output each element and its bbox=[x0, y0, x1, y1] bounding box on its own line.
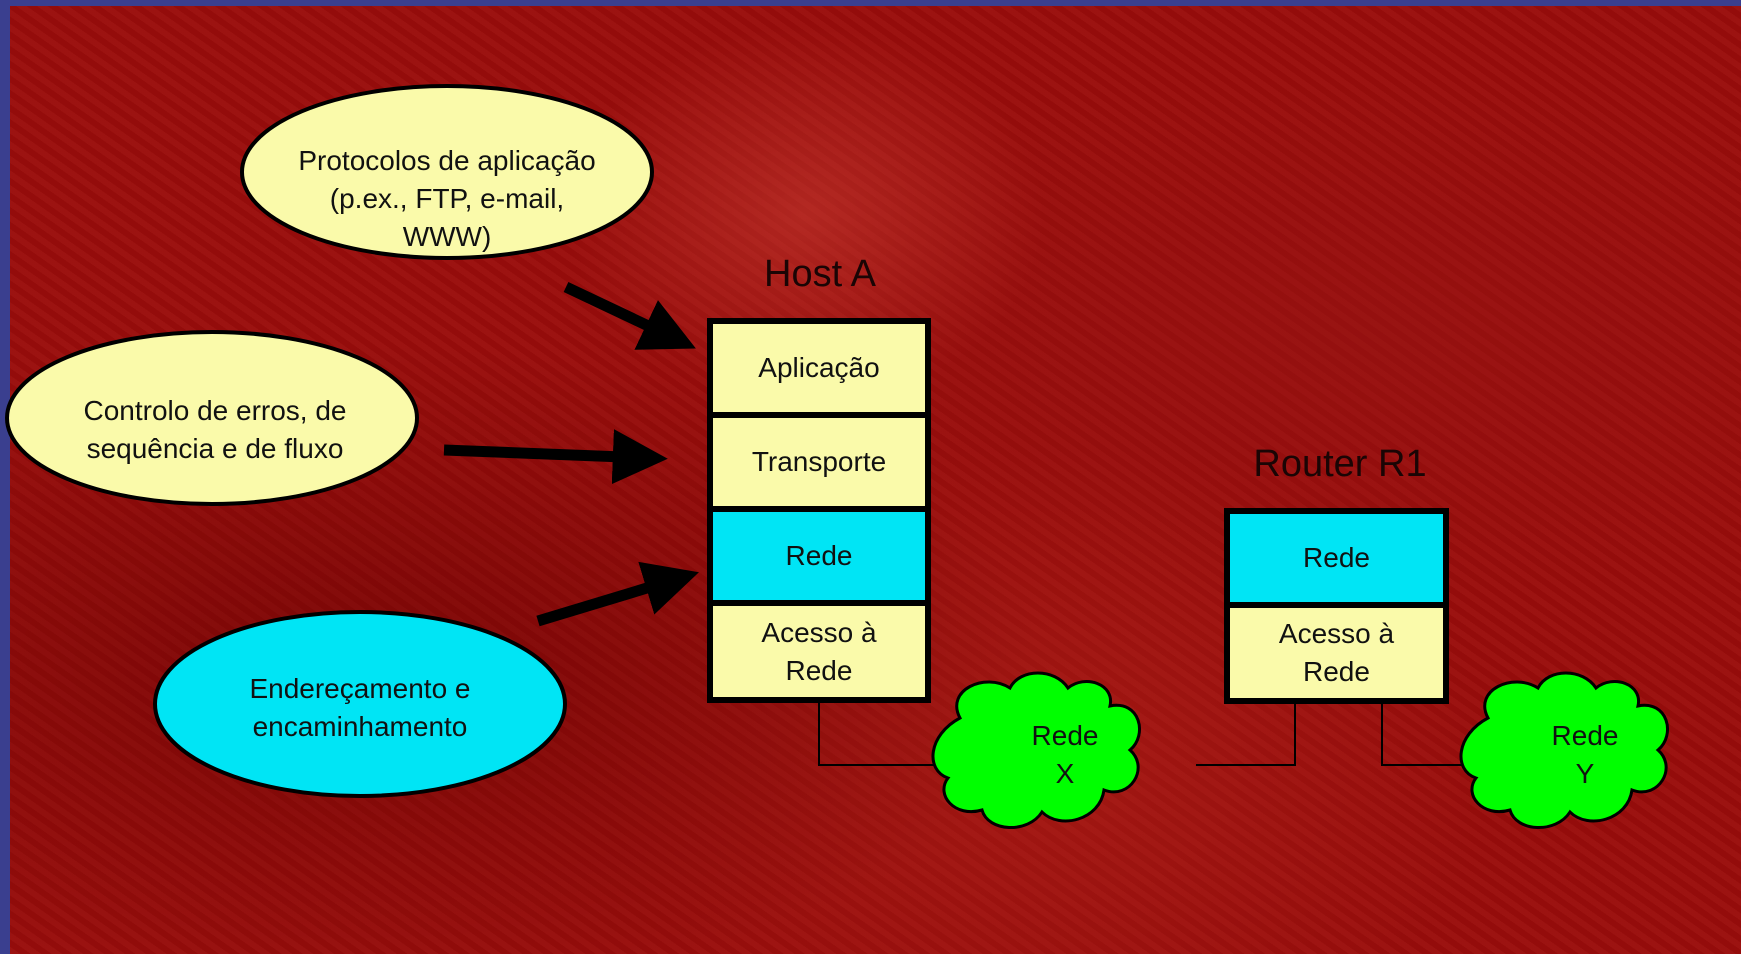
host-a-rede-label: Rede bbox=[785, 540, 853, 572]
router-layer-acesso bbox=[1224, 602, 1449, 704]
router-layer-rede bbox=[1224, 508, 1449, 608]
host-a-layer-acesso bbox=[707, 600, 931, 703]
arrow-errors bbox=[443, 429, 668, 485]
host-a-acesso-label: Acesso à Rede bbox=[761, 616, 877, 686]
link-rede-x-to-router bbox=[1196, 704, 1296, 766]
oval-protocols bbox=[240, 84, 654, 260]
router-acesso-label: Acesso à Rede bbox=[1278, 618, 1395, 687]
host-a-aplicacao-label: Aplicação bbox=[758, 352, 880, 384]
host-a-layer-rede bbox=[707, 506, 931, 606]
host-a-layer-transporte bbox=[707, 412, 931, 512]
arrow-addressing bbox=[536, 561, 699, 627]
oval-errors bbox=[5, 330, 419, 506]
link-host-to-rede-x bbox=[818, 703, 950, 766]
host-a-stack bbox=[707, 318, 931, 703]
cloud-rede-x bbox=[931, 671, 1141, 829]
host-a-layer-aplicacao bbox=[707, 318, 931, 418]
router-r1-title: Router R1 bbox=[1253, 443, 1427, 486]
router-rede-label: Rede bbox=[1303, 542, 1370, 574]
cloud-rede-x-label: Rede X bbox=[1031, 720, 1099, 789]
link-router-to-rede-y bbox=[1381, 704, 1470, 766]
cloud-rede-y-label: Rede Y bbox=[1551, 720, 1619, 789]
router-r1-stack bbox=[1224, 508, 1449, 704]
oval-addressing bbox=[153, 610, 567, 798]
host-a-title: Host A bbox=[764, 253, 876, 296]
arrow-protocols bbox=[563, 282, 696, 350]
cloud-rede-y bbox=[1459, 671, 1669, 829]
oval-addressing-text: Endereçamento e encaminhamento bbox=[249, 673, 471, 742]
oval-errors-text: Controlo de erros, de sequência e de flu… bbox=[83, 395, 347, 464]
host-a-transporte-label: Transporte bbox=[751, 446, 887, 478]
oval-protocols-text: Protocolos de aplicação (p.ex., FTP, e-m… bbox=[298, 145, 596, 252]
